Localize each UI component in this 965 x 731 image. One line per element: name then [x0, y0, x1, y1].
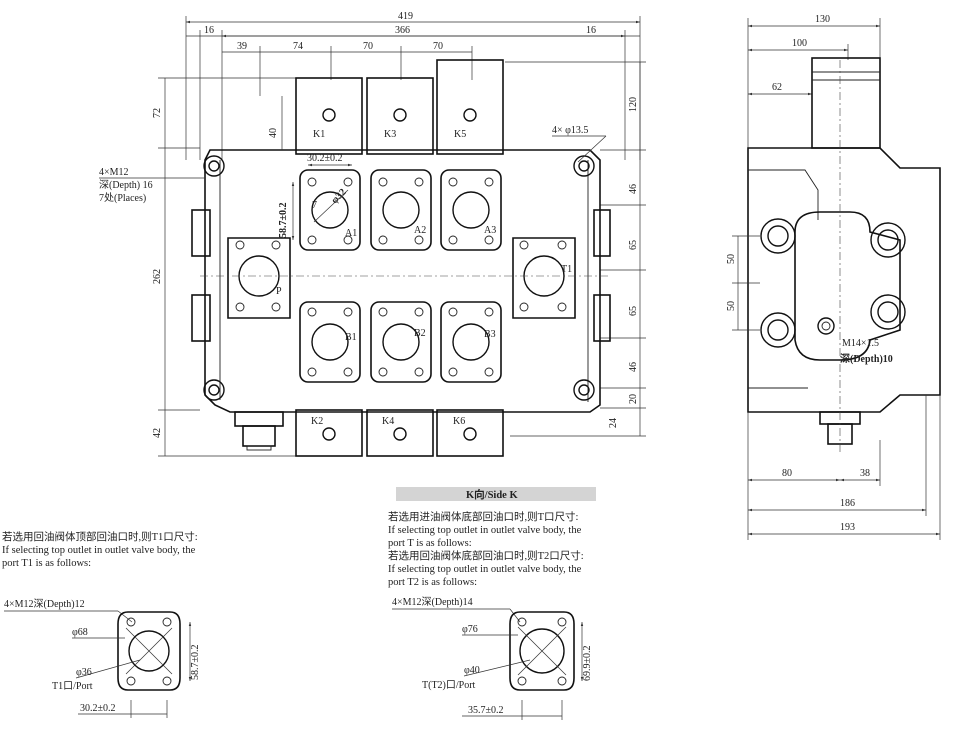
label-A3: A3 — [484, 225, 496, 236]
label-B3: B3 — [484, 329, 496, 340]
note-right-line-1: 若选用进油阀体底部回油口时,则T口尺寸: — [388, 510, 579, 523]
note-right-line-3: port T is as follows: — [388, 538, 472, 549]
note-right-d-outer: φ76 — [462, 624, 478, 635]
note-right-line-5: If selecting top outlet in outlet valve … — [388, 564, 582, 575]
section-1: K1 A1 B1 K2 — [295, 77, 363, 457]
note-left-thread: 4×M12深(Depth)12 — [4, 598, 85, 610]
note-left: 若选用回油阀体顶部回油口时,则T1口尺寸: If selecting top o… — [2, 530, 201, 718]
note-left-line-1: 若选用回油阀体顶部回油口时,则T1口尺寸: — [2, 530, 198, 543]
side-dim-50a: 50 — [726, 254, 737, 264]
label-K5: K5 — [454, 129, 466, 140]
side-dim-38: 38 — [860, 468, 870, 479]
dim-65b: 65 — [628, 306, 639, 316]
note-right-height: 69.9±0.2 — [582, 646, 593, 682]
label-K4: K4 — [382, 416, 394, 427]
dim-46b: 46 — [628, 362, 639, 372]
note-right-thread: 4×M12深(Depth)14 — [392, 596, 473, 608]
side-dim-186: 186 — [840, 498, 855, 509]
note-left-line-2: If selecting top outlet in outlet valve … — [2, 545, 196, 556]
dim-16-left: 16 — [204, 25, 214, 36]
side-dim-100: 100 — [792, 38, 807, 49]
note-right: 若选用进油阀体底部回油口时,则T口尺寸: If selecting top ou… — [388, 510, 593, 720]
dim-70b: 70 — [433, 41, 443, 52]
dim-419: 419 — [398, 11, 413, 22]
side-view: 130 100 62 50 50 M14×1.5 深(Depth)10 80 — [726, 14, 941, 540]
side-k-bar — [396, 487, 596, 501]
thread-note-1: M14×1.5 — [842, 338, 879, 349]
dim-40: 40 — [268, 128, 279, 138]
note-right-line-6: port T2 is as follows: — [388, 577, 477, 588]
thread-note-2: 深(Depth)10 — [840, 352, 893, 365]
label-A2: A2 — [414, 225, 426, 236]
section-2: K3 A2 B2 K4 — [366, 77, 434, 457]
dim-366: 366 — [395, 25, 410, 36]
label-K3: K3 — [384, 129, 396, 140]
note-right-line-4: 若选用回油阀体底部回油口时,则T2口尺寸: — [388, 549, 584, 562]
side-k-title: K向/Side K — [466, 488, 518, 501]
side-dim-80: 80 — [782, 468, 792, 479]
note-left-line-3: port T1 is as follows: — [2, 558, 91, 569]
mount-note-2: 深(Depth) 16 — [99, 179, 153, 191]
label-A1: A1 — [345, 228, 357, 239]
dim-42: 42 — [152, 428, 163, 438]
dim-phi32: φ32 — [329, 187, 348, 206]
dim-7: 7 — [312, 200, 317, 211]
note-left-d-inner: φ36 — [76, 667, 92, 678]
front-view: 419 16 366 16 39 74 70 70 72 262 42 — [99, 11, 646, 457]
dim-20: 20 — [628, 394, 639, 404]
dim-74: 74 — [293, 41, 303, 52]
note-left-port: T1口/Port — [52, 681, 93, 692]
mount-note-1: 4×M12 — [99, 167, 129, 178]
dim-70a: 70 — [363, 41, 373, 52]
label-K6: K6 — [453, 416, 465, 427]
dim-39: 39 — [237, 41, 247, 52]
note-left-d-outer: φ68 — [72, 627, 88, 638]
note-right-line-2: If selecting top outlet in outlet valve … — [388, 525, 582, 536]
label-P: P — [276, 286, 282, 297]
dim-46a: 46 — [628, 184, 639, 194]
label-B2: B2 — [414, 328, 426, 339]
side-dim-50b: 50 — [726, 301, 737, 311]
dim-65a: 65 — [628, 240, 639, 250]
note-right-width: 35.7±0.2 — [468, 705, 504, 716]
dim-16-right: 16 — [586, 25, 596, 36]
note-right-port: T(T2)口/Port — [422, 680, 476, 691]
note-left-width: 30.2±0.2 — [80, 703, 116, 714]
label-K1: K1 — [313, 129, 325, 140]
side-dim-193: 193 — [840, 522, 855, 533]
label-T1: T1 — [561, 264, 572, 275]
label-K2: K2 — [311, 416, 323, 427]
dim-120: 120 — [628, 97, 639, 112]
dim-262: 262 — [152, 269, 163, 284]
mount-note-3: 7处(Places) — [99, 192, 146, 204]
side-dim-130: 130 — [815, 14, 830, 25]
label-B1: B1 — [345, 332, 357, 343]
dim-30.2: 30.2±0.2 — [307, 153, 343, 164]
dim-72: 72 — [152, 108, 163, 118]
note-left-height: 58.7±0.2 — [190, 645, 201, 681]
section-3: K5 A3 B3 K6 — [436, 59, 504, 457]
note-right-d-inner: φ40 — [464, 665, 480, 676]
side-dim-62: 62 — [772, 82, 782, 93]
mount-hole-note: 4× φ13.5 — [552, 125, 588, 136]
dim-58.7: 58.7±0.2 — [278, 203, 289, 239]
dim-24: 24 — [608, 418, 619, 428]
